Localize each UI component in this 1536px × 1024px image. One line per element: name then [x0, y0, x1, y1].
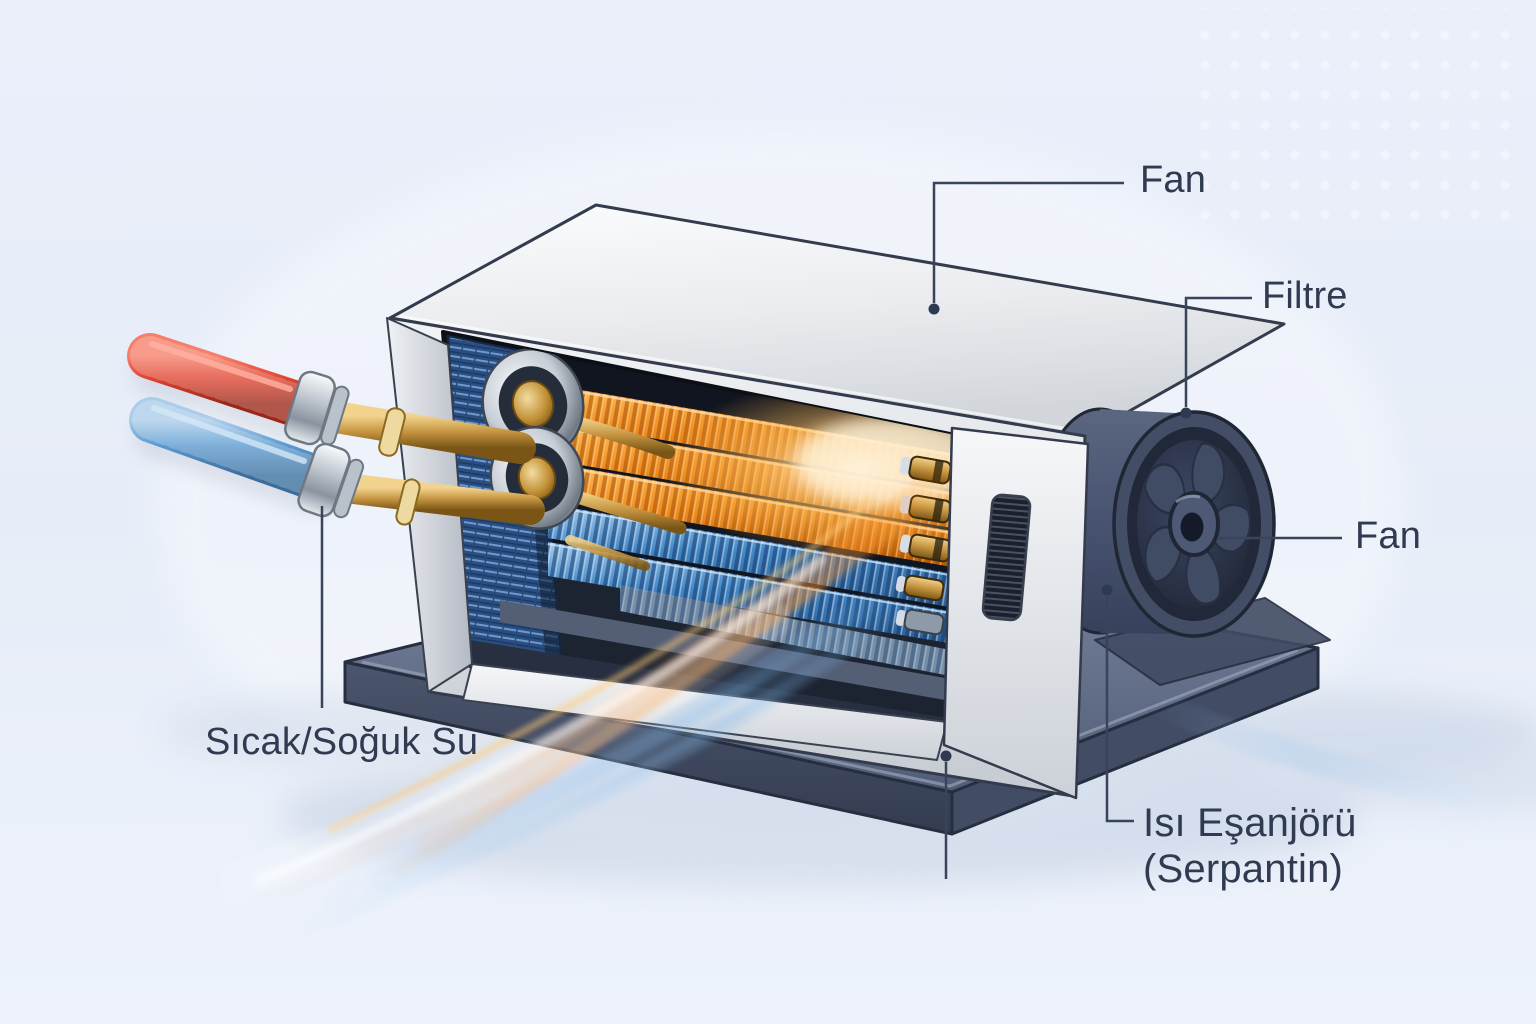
label-fan-side: Fan: [1355, 515, 1422, 557]
leader-isi-esanjoru: [1101, 584, 1134, 823]
hot-water-pipe: [127, 333, 536, 464]
vent-grille: [981, 493, 1032, 622]
leader-lines: [320, 181, 1342, 879]
leader-filtre: [1180, 296, 1252, 419]
dot-grid-texture: [1185, 8, 1530, 230]
label-filtre: Filtre: [1262, 275, 1348, 317]
water-supply-pipes: [127, 333, 545, 526]
label-isi-esanjoru-line1: Isı Eşanjörü: [1143, 801, 1357, 845]
label-sicak-soguk-su: Sıcak/Soğuk Su: [205, 721, 479, 763]
airflow-streaks: [141, 446, 1536, 944]
label-fan-top: Fan: [1140, 159, 1207, 201]
label-isi-esanjoru: Isı Eşanjörü (Serpantin): [1143, 800, 1357, 892]
leader-fan-top: [928, 181, 1124, 315]
cold-water-pipe: [129, 397, 545, 526]
label-isi-esanjoru-line2: (Serpantin): [1143, 847, 1344, 891]
leader-base: [940, 750, 952, 879]
